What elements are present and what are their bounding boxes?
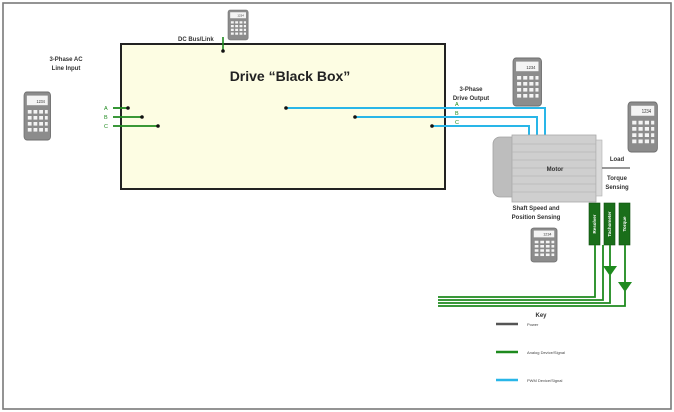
out-phase-a-label: A — [455, 102, 459, 108]
ac-input-label-2: Line Input — [52, 66, 81, 72]
meter-icon — [227, 9, 249, 41]
dc-bus-label: DC Bus/Link — [178, 37, 214, 43]
torque-sensing-label: Torque — [607, 176, 628, 182]
key-pwm-label: PWM Device/Signal — [527, 378, 562, 383]
phase-b-label: B — [104, 115, 108, 121]
meter-icon — [512, 57, 543, 107]
svg-text:Tachometer: Tachometer — [607, 211, 612, 236]
sensor-tachometer: Tachometer — [603, 202, 616, 246]
drive-title: Drive “Black Box” — [230, 68, 351, 84]
arrow-down-icon — [603, 266, 617, 276]
torque-sensing-label-2: Sensing — [605, 185, 629, 191]
load-label: Load — [610, 157, 625, 163]
meter-icon — [23, 91, 52, 141]
analog-signal-lines — [438, 245, 626, 307]
ac-input-label: 3-Phase AC — [49, 57, 83, 63]
motor — [492, 134, 603, 203]
out-phase-b-label: B — [455, 111, 459, 117]
out-phase-c-label: C — [455, 120, 459, 126]
phase-c-label: C — [104, 124, 108, 130]
sensor-torque: Torque — [618, 202, 631, 246]
svg-text:Resolver: Resolver — [592, 214, 597, 233]
phase-a-label: A — [104, 106, 108, 112]
meter-icon — [530, 227, 558, 263]
svg-text:Torque: Torque — [622, 216, 627, 231]
shaft-sensing-label: Shaft Speed and — [512, 206, 559, 212]
sensor-resolver: Resolver — [588, 202, 601, 246]
key-analog-label: Analog Device/Signal — [527, 350, 565, 355]
key-title: Key — [535, 313, 547, 319]
drive-output-label: 3-Phase — [459, 87, 483, 93]
drive-output-label-2: Drive Output — [453, 96, 489, 102]
arrow-down-icon — [618, 282, 632, 292]
ac-input-lines — [113, 107, 158, 127]
shaft-sensing-label-2: Position Sensing — [512, 215, 561, 221]
motor-label: Motor — [547, 167, 564, 173]
meter-icon — [627, 101, 659, 153]
key-power-label: Power — [527, 322, 539, 327]
